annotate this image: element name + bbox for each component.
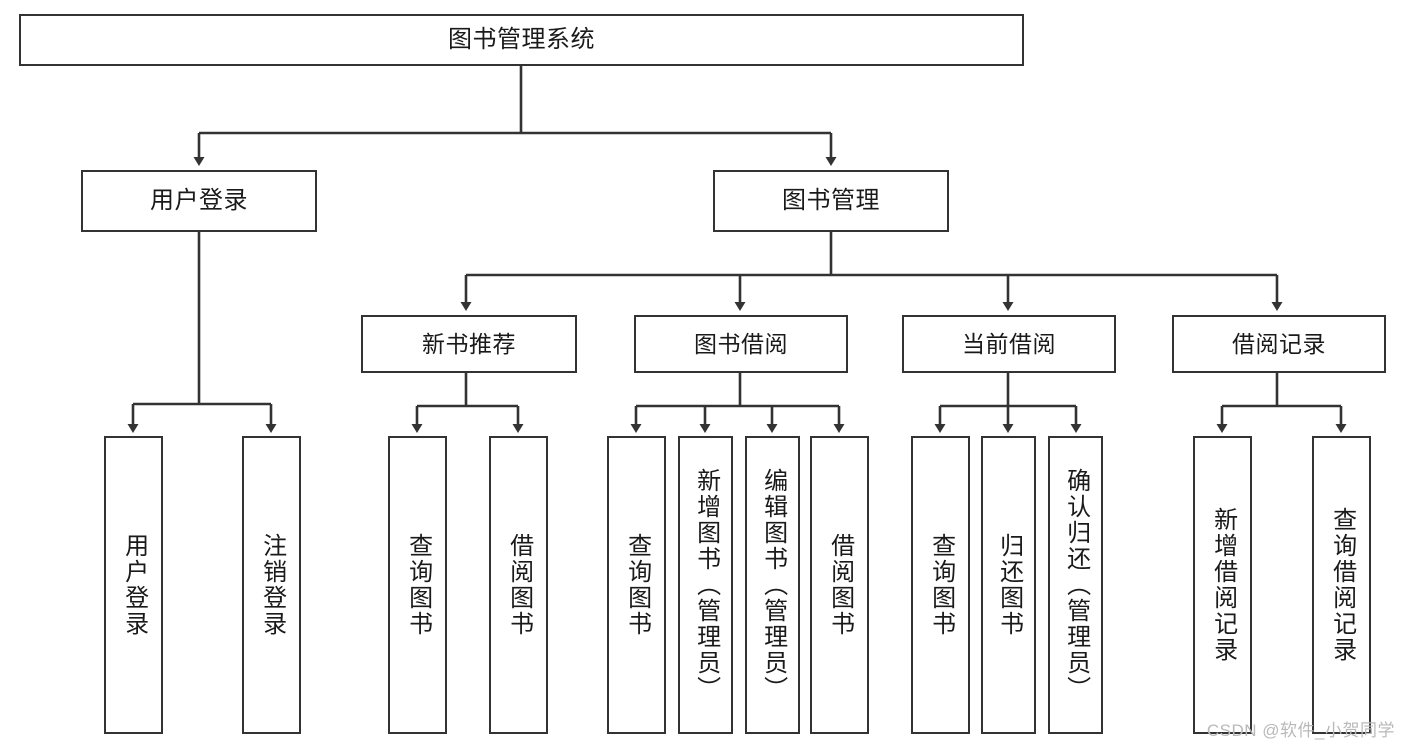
node-root-book-management-system[interactable]: 图书管理系统 <box>19 14 1024 66</box>
leaf-book-borrow-query-book[interactable]: 查询图书 <box>607 436 666 734</box>
node-borrow-record[interactable]: 借阅记录 <box>1172 315 1386 373</box>
node-label: 图书管理 <box>782 187 880 215</box>
node-user-login[interactable]: 用户登录 <box>81 170 317 232</box>
leaf-book-borrow-edit-book-admin[interactable]: 编辑图书（管理员） <box>745 436 800 734</box>
leaf-current-borrow-return-book[interactable]: 归还图书 <box>981 436 1036 734</box>
node-current-borrow[interactable]: 当前借阅 <box>902 315 1116 373</box>
node-label: 确认归还（管理员） <box>1062 468 1090 702</box>
leaf-user-login-logout[interactable]: 注销登录 <box>242 436 301 734</box>
leaf-book-borrow-borrow-book[interactable]: 借阅图书 <box>810 436 869 734</box>
leaf-new-book-borrow-book[interactable]: 借阅图书 <box>489 436 548 734</box>
leaf-book-borrow-add-book-admin[interactable]: 新增图书（管理员） <box>678 436 733 734</box>
node-label: 新增图书（管理员） <box>692 468 720 702</box>
node-label: 新增借阅记录 <box>1209 507 1237 663</box>
node-label: 查询图书 <box>927 533 955 637</box>
node-label: 图书借阅 <box>694 330 788 357</box>
node-new-book-recommendation[interactable]: 新书推荐 <box>361 315 577 373</box>
node-label: 借阅图书 <box>826 533 854 637</box>
node-book-borrow[interactable]: 图书借阅 <box>634 315 848 373</box>
node-label: 借阅图书 <box>505 533 533 637</box>
leaf-user-login-login[interactable]: 用户登录 <box>104 436 163 734</box>
leaf-current-borrow-confirm-return-admin[interactable]: 确认归还（管理员） <box>1048 436 1103 734</box>
leaf-borrow-record-add-record[interactable]: 新增借阅记录 <box>1193 436 1252 734</box>
leaf-borrow-record-query-record[interactable]: 查询借阅记录 <box>1312 436 1371 734</box>
node-label: 查询图书 <box>404 533 432 637</box>
csdn-watermark: CSDN @软件_小贺同学 <box>1206 721 1395 740</box>
node-label: 注销登录 <box>258 533 286 637</box>
node-label: 用户登录 <box>150 187 248 215</box>
node-label: 编辑图书（管理员） <box>759 468 787 702</box>
leaf-current-borrow-query-book[interactable]: 查询图书 <box>911 436 970 734</box>
node-label: 借阅记录 <box>1232 330 1326 357</box>
node-label: 归还图书 <box>995 533 1023 637</box>
node-label: 查询借阅记录 <box>1328 507 1356 663</box>
leaf-new-book-query-book[interactable]: 查询图书 <box>388 436 447 734</box>
node-label: 图书管理系统 <box>448 26 595 54</box>
node-label: 新书推荐 <box>422 330 516 357</box>
node-label: 当前借阅 <box>962 330 1056 357</box>
node-label: 查询图书 <box>623 533 651 637</box>
node-book-management[interactable]: 图书管理 <box>713 170 949 232</box>
node-label: 用户登录 <box>120 533 148 637</box>
